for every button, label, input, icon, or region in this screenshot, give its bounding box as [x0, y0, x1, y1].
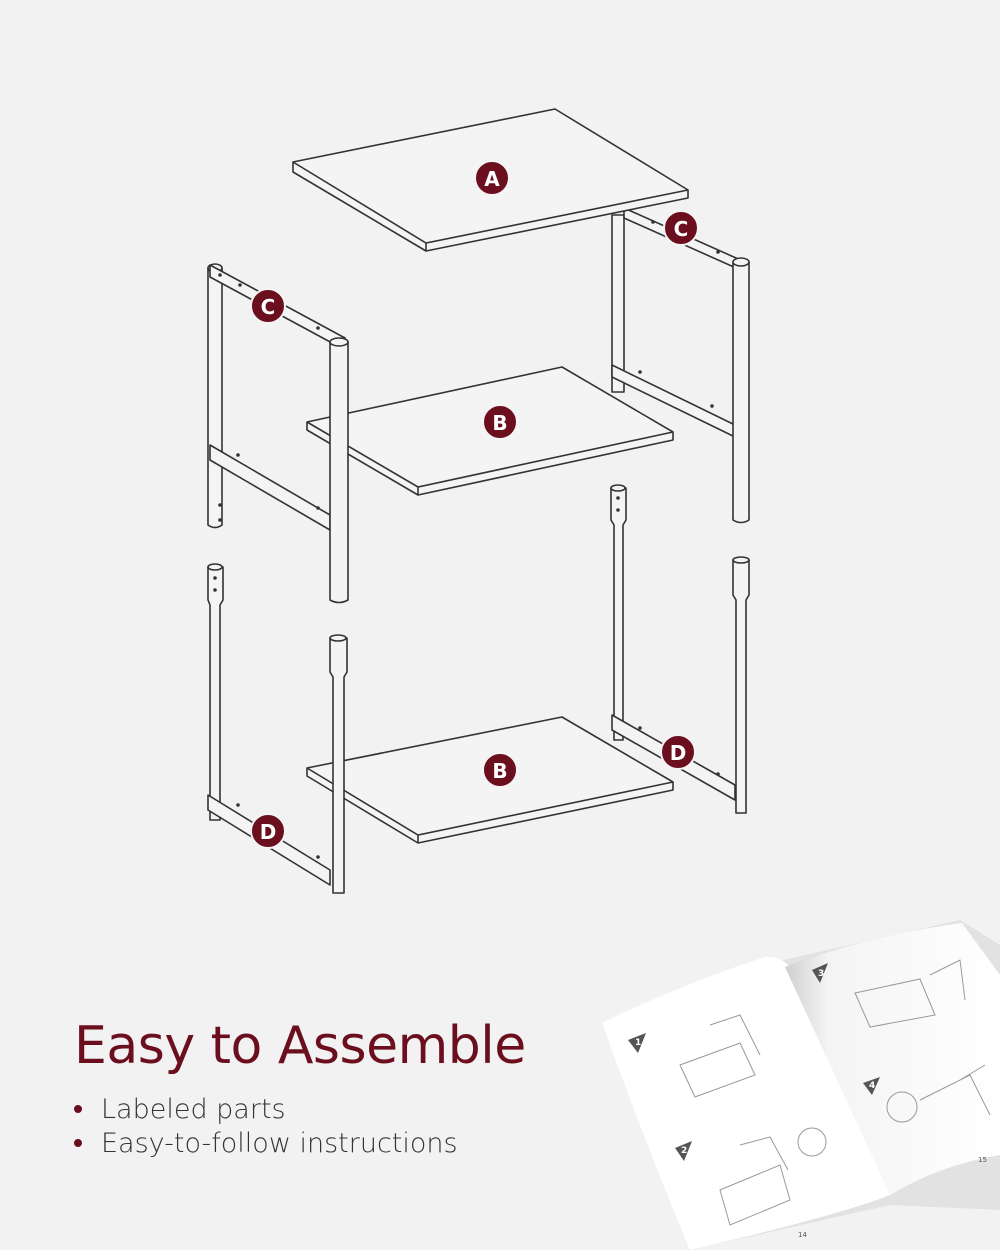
exploded-assembly-diagram: A C C B	[207, 108, 750, 894]
feature-item: Easy-to-follow instructions	[74, 1126, 458, 1160]
label-badge-d-left: D	[250, 813, 286, 849]
step-number: 4	[869, 1081, 875, 1091]
right-page	[785, 923, 1000, 1195]
step-number: 1	[635, 1038, 641, 1048]
label-badge-c-left: C	[250, 288, 286, 324]
feature-text: Easy-to-follow instructions	[101, 1127, 458, 1159]
upper-left-front-post	[329, 337, 349, 604]
page-number: 14	[798, 1231, 807, 1239]
label-badge-a: A	[474, 160, 510, 196]
lower-left-front-post	[329, 634, 348, 894]
bullet-dot	[74, 1105, 82, 1113]
svg-text:B: B	[492, 411, 507, 435]
upper-right-frame	[611, 207, 750, 524]
svg-text:B: B	[492, 759, 507, 783]
svg-text:D: D	[260, 820, 277, 844]
step-number: 3	[818, 969, 824, 979]
label-badge-b-middle: B	[482, 404, 518, 440]
page-number: 15	[978, 1156, 987, 1164]
bullet-dot	[74, 1139, 82, 1147]
svg-text:C: C	[674, 217, 689, 241]
feature-list: Labeled parts Easy-to-follow instruction…	[74, 1092, 458, 1160]
feature-item: Labeled parts	[74, 1092, 458, 1126]
svg-text:D: D	[670, 741, 687, 765]
svg-text:A: A	[484, 167, 500, 191]
step-number: 2	[681, 1146, 687, 1156]
instruction-booklet-image: 1 2 3 4 14 15	[602, 920, 1000, 1250]
svg-text:C: C	[261, 295, 276, 319]
label-badge-d-right: D	[660, 734, 696, 770]
label-badge-c-right: C	[663, 210, 699, 246]
label-badge-b-bottom: B	[482, 752, 518, 788]
feature-text: Labeled parts	[101, 1093, 286, 1125]
headline: Easy to Assemble	[74, 1016, 526, 1076]
